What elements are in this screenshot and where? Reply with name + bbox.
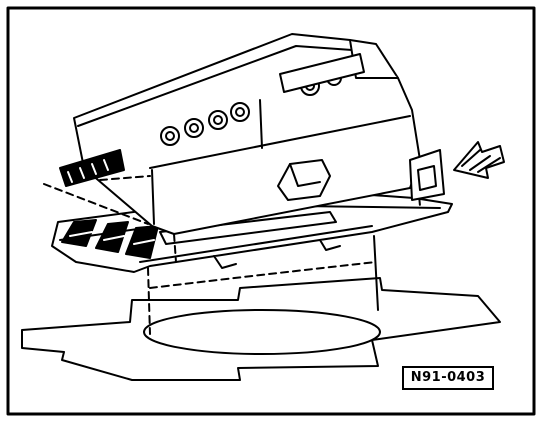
front-grille bbox=[59, 149, 125, 187]
vent-louvres bbox=[61, 219, 159, 259]
vent-outlets bbox=[160, 53, 365, 146]
figure-code-label: N91-0403 bbox=[402, 366, 494, 390]
floor-panel bbox=[21, 277, 501, 381]
mounting-clip bbox=[277, 159, 331, 201]
direction-arrow bbox=[453, 141, 505, 179]
outer-border bbox=[6, 6, 536, 416]
air-duct bbox=[147, 235, 379, 335]
side-bracket bbox=[409, 149, 445, 201]
